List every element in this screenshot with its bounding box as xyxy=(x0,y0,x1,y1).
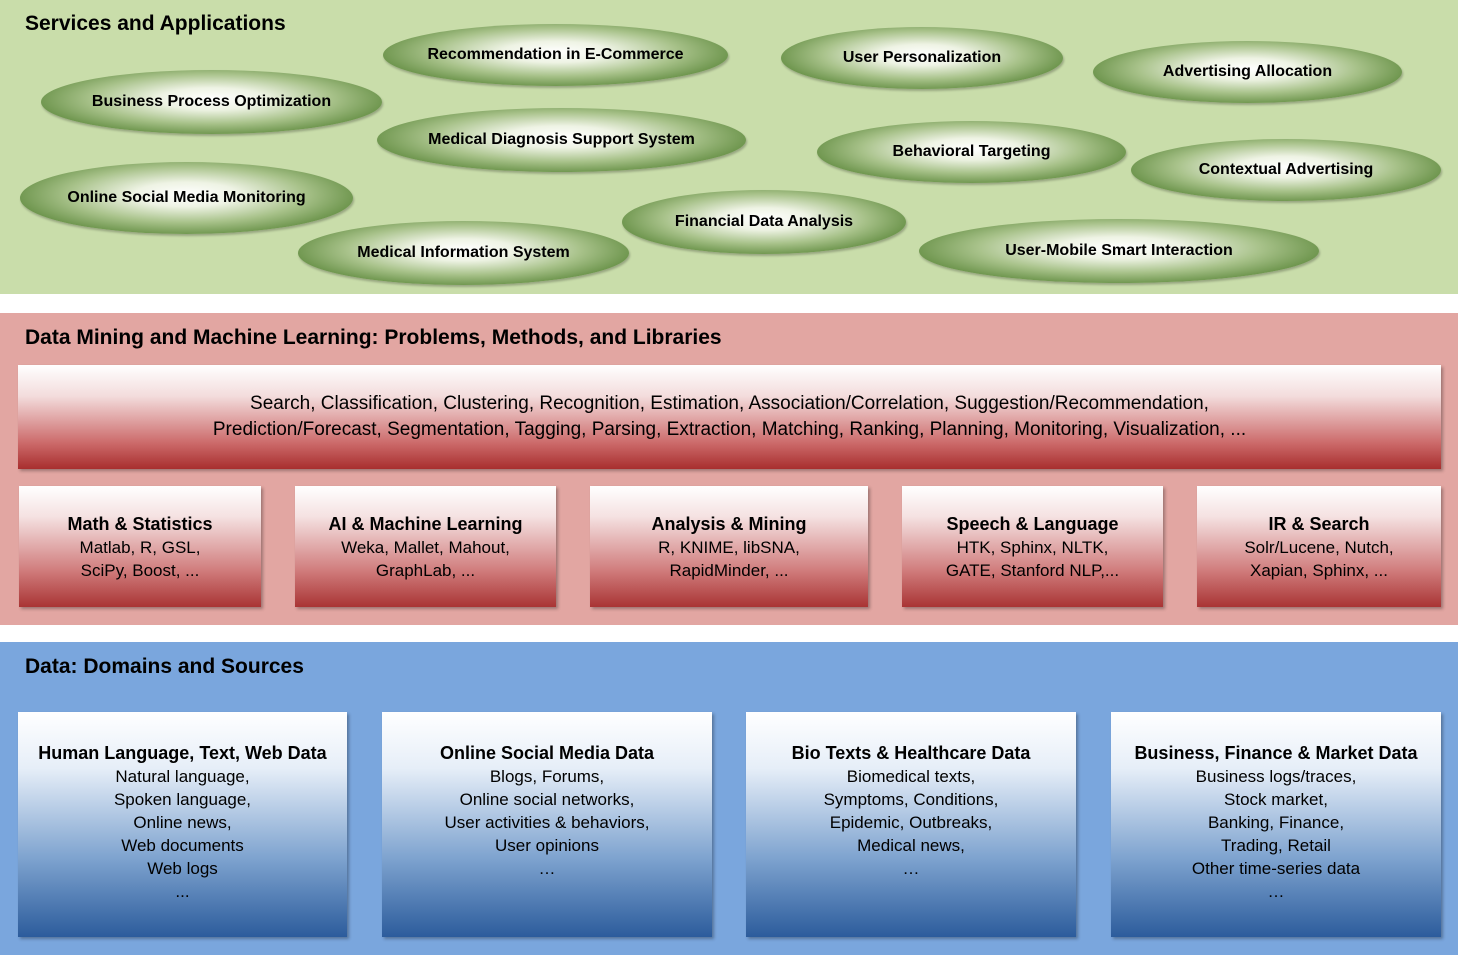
library-box-ir: IR & Search Solr/Lucene, Nutch, Xapian, … xyxy=(1197,486,1441,607)
domain-line: Banking, Finance, xyxy=(1207,813,1345,832)
services-layer: Services and Applications Recommendation… xyxy=(0,0,1458,294)
library-line: Matlab, R, GSL, xyxy=(79,538,201,557)
app-label: Recommendation in E-Commerce xyxy=(427,46,684,63)
library-line: GATE, Stanford NLP,... xyxy=(945,561,1120,580)
domain-line: … xyxy=(1267,882,1285,901)
domain-title: Business, Finance & Market Data xyxy=(1134,743,1418,763)
app-label: Medical Information System xyxy=(357,244,570,261)
library-title: AI & Machine Learning xyxy=(328,514,523,534)
library-title: IR & Search xyxy=(1268,514,1370,534)
library-box-speech: Speech & Language HTK, Sphinx, NLTK, GAT… xyxy=(902,486,1163,607)
app-ellipse-advertising-allocation: Advertising Allocation xyxy=(1093,41,1402,103)
domain-line: ... xyxy=(175,882,190,901)
domain-line: Web logs xyxy=(147,859,218,878)
data-layer: Data: Domains and Sources Human Language… xyxy=(0,642,1458,955)
app-label: Advertising Allocation xyxy=(1162,63,1333,80)
library-title: Speech & Language xyxy=(946,514,1119,534)
app-ellipse-financial-analysis: Financial Data Analysis xyxy=(622,190,906,254)
domain-box-bio: Bio Texts & Healthcare Data Biomedical t… xyxy=(746,712,1076,937)
domain-line: Spoken language, xyxy=(113,790,252,809)
library-line: Weka, Mallet, Mahout, xyxy=(341,538,510,557)
library-box-analysis: Analysis & Mining R, KNIME, libSNA, Rapi… xyxy=(590,486,868,607)
domain-line: Epidemic, Outbreaks, xyxy=(829,813,993,832)
app-label: Contextual Advertising xyxy=(1198,161,1374,178)
app-ellipse-personalization: User Personalization xyxy=(781,27,1063,89)
problems-bar: Search, Classification, Clustering, Reco… xyxy=(18,365,1441,469)
data-layer-title: Data: Domains and Sources xyxy=(25,655,304,678)
app-label: User-Mobile Smart Interaction xyxy=(1005,242,1233,259)
domain-line: Medical news, xyxy=(857,836,965,855)
app-ellipse-behavioral-targeting: Behavioral Targeting xyxy=(817,121,1126,183)
domain-line: Blogs, Forums, xyxy=(489,767,605,786)
app-label: Online Social Media Monitoring xyxy=(67,189,306,206)
library-title: Analysis & Mining xyxy=(651,514,807,534)
app-ellipse-business-process: Business Process Optimization xyxy=(41,70,382,134)
domain-title: Human Language, Text, Web Data xyxy=(38,743,327,763)
domain-line: Trading, Retail xyxy=(1221,836,1331,855)
app-ellipse-medical-diagnosis: Medical Diagnosis Support System xyxy=(377,108,746,172)
mining-layer: Data Mining and Machine Learning: Proble… xyxy=(0,313,1458,625)
app-label: Business Process Optimization xyxy=(91,93,332,110)
app-ellipse-medical-information: Medical Information System xyxy=(298,221,629,285)
app-label: Behavioral Targeting xyxy=(892,143,1051,160)
library-line: HTK, Sphinx, NLTK, xyxy=(956,538,1109,557)
domain-line: … xyxy=(902,859,920,878)
domain-line: Online news, xyxy=(133,813,232,832)
domain-line: Natural language, xyxy=(115,767,250,786)
services-layer-title: Services and Applications xyxy=(25,12,286,35)
app-ellipse-recommendation: Recommendation in E-Commerce xyxy=(383,24,728,86)
library-line: R, KNIME, libSNA, xyxy=(658,538,800,557)
domain-line: User activities & behaviors, xyxy=(444,813,650,832)
domain-line: User opinions xyxy=(495,836,599,855)
domain-box-social: Online Social Media Data Blogs, Forums, … xyxy=(382,712,712,937)
domain-line: Symptoms, Conditions, xyxy=(823,790,999,809)
library-title: Math & Statistics xyxy=(67,514,213,534)
mining-layer-title: Data Mining and Machine Learning: Proble… xyxy=(25,326,722,349)
app-label: User Personalization xyxy=(842,49,1002,66)
library-line: Xapian, Sphinx, ... xyxy=(1250,561,1388,580)
app-ellipse-social-monitoring: Online Social Media Monitoring xyxy=(20,162,353,234)
library-box-ai: AI & Machine Learning Weka, Mallet, Maho… xyxy=(295,486,556,607)
app-ellipse-contextual-advertising: Contextual Advertising xyxy=(1131,139,1441,201)
problems-line-1: Search, Classification, Clustering, Reco… xyxy=(250,393,1209,414)
library-line: GraphLab, ... xyxy=(375,561,476,580)
domain-line: Business logs/traces, xyxy=(1195,767,1357,786)
domain-title: Bio Texts & Healthcare Data xyxy=(791,743,1031,763)
domain-line: Web documents xyxy=(121,836,244,855)
domain-line: Biomedical texts, xyxy=(846,767,976,786)
domain-line: Stock market, xyxy=(1224,790,1328,809)
library-line: RapidMinder, ... xyxy=(669,561,789,580)
app-label: Medical Diagnosis Support System xyxy=(428,131,695,148)
app-ellipse-mobile-interaction: User-Mobile Smart Interaction xyxy=(919,219,1319,283)
problems-line-2: Prediction/Forecast, Segmentation, Taggi… xyxy=(212,419,1247,440)
app-label: Financial Data Analysis xyxy=(674,213,854,230)
library-line: Solr/Lucene, Nutch, xyxy=(1244,538,1394,557)
domain-box-language: Human Language, Text, Web Data Natural l… xyxy=(18,712,347,937)
domain-title: Online Social Media Data xyxy=(439,743,655,763)
domain-line: … xyxy=(538,859,556,878)
domain-line: Online social networks, xyxy=(459,790,635,809)
domain-box-business: Business, Finance & Market Data Business… xyxy=(1111,712,1441,937)
domain-line: Other time-series data xyxy=(1191,859,1361,878)
library-box-math: Math & Statistics Matlab, R, GSL, SciPy,… xyxy=(19,486,261,607)
library-line: SciPy, Boost, ... xyxy=(80,561,200,580)
